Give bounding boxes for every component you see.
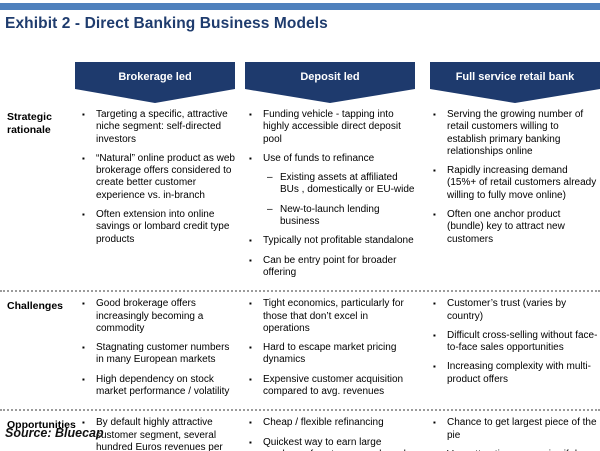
cell-rationale-brokerage: Targeting a specific, attractive niche s… [75,109,245,286]
comparison-table: Strategic rationale Targeting a specific… [0,103,600,451]
cell-rationale-deposit: Funding vehicle - tapping into highly ac… [245,109,430,286]
bullet-item: Increasing complexity with multi-product… [432,361,598,386]
row-label-challenges: Challenges [7,300,64,313]
column-header-row: Brokerage led Deposit led Full service r… [75,62,600,103]
bullet-item: Hard to escape market pricing dynamics [248,342,416,367]
bullet-item: Quickest way to earn large numbers of cu… [248,437,416,451]
bullet-list: Serving the growing number of retail cus… [430,109,600,246]
column-header-deposit-led: Deposit led [245,62,415,103]
bullet-item: Serving the growing number of retail cus… [432,109,598,158]
bullet-item: By default highly attractive customer se… [81,417,237,451]
bullet-item: Often one anchor product (bundle) key to… [432,209,598,246]
page-title: Exhibit 2 - Direct Banking Business Mode… [5,15,328,32]
cell-opportunities-deposit: Cheap / flexible refinancingQuickest way… [245,417,430,451]
cell-challenges-deposit: Tight economics, particularly for those … [245,298,430,405]
column-header-brokerage-led: Brokerage led [75,62,235,103]
bullet-item: Tight economics, particularly for those … [248,298,416,335]
bullet-item: Difficult cross-selling without face-to-… [432,330,598,355]
row-challenges: Challenges Good brokerage offers increas… [0,290,600,409]
bullet-list: By default highly attractive customer se… [75,417,245,451]
bullet-item: Cheap / flexible refinancing [248,417,416,430]
cell-rationale-retail-bank: Serving the growing number of retail cus… [430,109,600,286]
accent-bar [0,3,600,10]
bullet-list: Tight economics, particularly for those … [245,298,430,398]
bullet-list: Good brokerage offers increasingly becom… [75,298,245,398]
bullet-list: Customer’s trust (varies by country) Diff… [430,298,600,386]
cell-opportunities-retail-bank: Chance to get largest piece of the pieVe… [430,417,600,451]
bullet-item: Stagnating customer numbers in many Euro… [81,342,237,367]
row-label-opportunities: Opportunities [7,419,76,432]
bullet-item: Chance to get largest piece of the pie [432,417,598,442]
cell-challenges-brokerage: Good brokerage offers increasingly becom… [75,298,245,405]
bullet-item: Typically not profitable standalone [248,235,416,248]
bullet-list: Cheap / flexible refinancingQuickest way… [245,417,430,451]
bullet-item: Good brokerage offers increasingly becom… [81,298,237,335]
bullet-item: Very attractive economics if done right [432,449,598,451]
bullet-item: Can be entry point for broader offering [248,255,416,280]
bullet-list: Targeting a specific, attractive niche s… [75,109,245,246]
bullet-item: Targeting a specific, attractive niche s… [81,109,237,146]
cell-opportunities-brokerage: By default highly attractive customer se… [75,417,245,451]
row-strategic-rationale: Strategic rationale Targeting a specific… [0,103,600,290]
bullet-item: Often extension into online savings or l… [81,209,237,246]
bullet-item: Expensive customer acquisition compared … [248,374,416,399]
bullet-item: Funding vehicle - tapping into highly ac… [248,109,416,146]
bullet-list: Funding vehicle - tapping into highly ac… [245,109,430,279]
sub-bullet-item: New-to-launch lending business [267,204,416,229]
row-label-strategic-rationale: Strategic rationale [7,111,52,136]
bullet-item: Rapidly increasing demand (15%+ of retai… [432,165,598,202]
row-opportunities: Opportunities By default highly attracti… [0,409,600,451]
bullet-list: Chance to get largest piece of the pieVe… [430,417,600,451]
bullet-item: “Natural” online product as web brokerag… [81,153,237,202]
cell-challenges-retail-bank: Customer’s trust (varies by country) Diff… [430,298,600,405]
bullet-item: Customer’s trust (varies by country) [432,298,598,323]
bullet-item: Use of funds to refinance [248,153,416,166]
column-header-full-service-retail-bank: Full service retail bank [430,62,600,103]
sub-bullet-item: Existing assets at affiliated BUs , dome… [267,172,416,197]
bullet-item: High dependency on stock market performa… [81,374,237,399]
source-note: Source: Bluecap [5,426,104,440]
